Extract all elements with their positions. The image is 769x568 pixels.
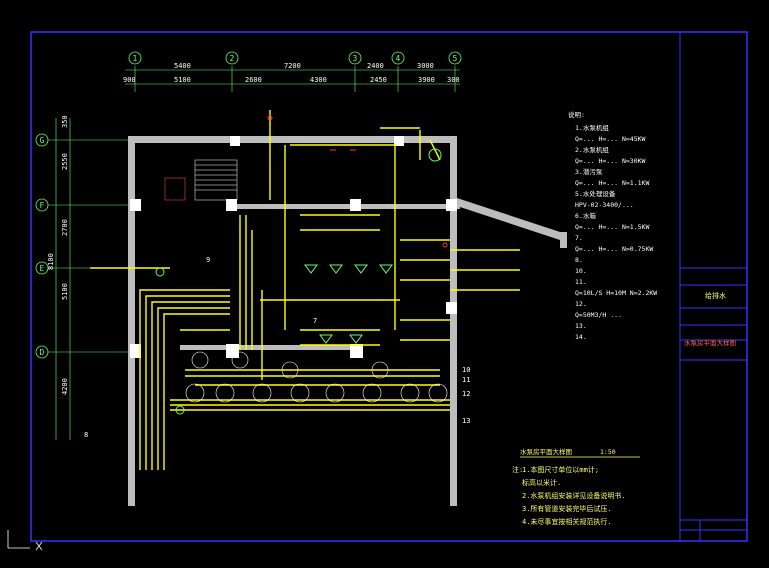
dimension-text: 2400 bbox=[367, 62, 384, 70]
axis-label: 1 bbox=[133, 54, 138, 63]
axis-label: D bbox=[40, 348, 45, 357]
legend-item: 14. bbox=[575, 333, 587, 341]
axis-bubble bbox=[128, 51, 142, 65]
left-dims: 350 2550 2700 5100 4200 8100 bbox=[47, 115, 69, 395]
axis-label: F bbox=[40, 201, 45, 210]
equipment-label-9: 9 bbox=[206, 256, 210, 264]
title-block-drawing-name: 水泵房平面大样图 bbox=[684, 338, 736, 347]
legend-item: HPV-02-3400/... bbox=[575, 201, 634, 209]
legend-item: Q=50M3/H ... bbox=[575, 311, 622, 319]
left-axis-bubbles: G F E D bbox=[35, 133, 130, 359]
legend-item: 7. bbox=[575, 234, 583, 242]
legend-item: Q=... H=... N=0.75KW bbox=[575, 245, 653, 253]
dimension-text: 2700 bbox=[61, 219, 69, 236]
axis-label: 4 bbox=[396, 54, 401, 63]
dimension-text: 5400 bbox=[174, 62, 191, 70]
columns bbox=[130, 136, 457, 358]
legend-heading: 说明: bbox=[568, 110, 585, 119]
legend-item: 12. bbox=[575, 300, 587, 308]
equipment-label-13: 13 bbox=[462, 417, 470, 425]
legend-item: 11. bbox=[575, 278, 587, 286]
dimension-text: 5100 bbox=[61, 283, 69, 300]
dimension-text: 4300 bbox=[310, 76, 327, 84]
red-markers bbox=[267, 115, 448, 248]
equipment-label-10: 10 bbox=[462, 366, 470, 374]
axis-label: 2 bbox=[230, 54, 235, 63]
notes-list: 1.本图尺寸单位以mm计; 标高以米计. 2.水泵机组安装详见设备说明书. 3.所有… bbox=[522, 465, 626, 526]
note-line: 4.未尽事宜按相关规范执行. bbox=[522, 517, 612, 526]
legend-item: 3.潜污泵 bbox=[575, 167, 603, 176]
note-line: 3.所有管道安装完毕后试压. bbox=[522, 504, 612, 513]
floor-plan-scale: 1:50 bbox=[600, 448, 616, 456]
note-line: 1.本图尺寸单位以mm计; bbox=[522, 465, 599, 474]
ucs-icon bbox=[7, 530, 43, 551]
legend-item: 10. bbox=[575, 267, 587, 275]
top-dims-row1: 5400 7200 2400 3000 bbox=[174, 62, 434, 70]
pump-symbols bbox=[155, 148, 442, 415]
legend-item: 6.水箱 bbox=[575, 211, 596, 220]
dimension-text: 2450 bbox=[370, 76, 387, 84]
sheet-frame bbox=[30, 31, 748, 542]
dimension-text: 5100 bbox=[174, 76, 191, 84]
top-axis-bubbles: 1 2 3 4 5 bbox=[128, 51, 462, 65]
note-line: 2.水泵机组安装详见设备说明书. bbox=[522, 491, 626, 500]
legend-item: Q=... H=... N=45KW bbox=[575, 135, 646, 143]
left-dimension-lines bbox=[55, 118, 71, 440]
dimension-text: 2550 bbox=[61, 153, 69, 170]
floor-plan-title: 水泵房平面大样图 bbox=[520, 447, 572, 456]
title-block-project: 给排水 bbox=[705, 291, 726, 300]
pipe-network bbox=[90, 110, 520, 470]
stair bbox=[164, 159, 238, 201]
title-block bbox=[679, 31, 748, 542]
legend-item: Q=... H=... N=1.1KW bbox=[575, 179, 649, 187]
axis-label: 5 bbox=[453, 54, 458, 63]
dimension-text: 3900 bbox=[418, 76, 435, 84]
walls bbox=[128, 136, 567, 506]
dimension-text: 4200 bbox=[61, 378, 69, 395]
equipment-label-11: 11 bbox=[462, 376, 470, 384]
axis-label: G bbox=[40, 136, 45, 145]
axis-label: 3 bbox=[353, 54, 358, 63]
legend-item: 13. bbox=[575, 322, 587, 330]
equipment-circles bbox=[185, 351, 448, 403]
note-line: 标高以米计. bbox=[522, 478, 561, 487]
top-axis-lines bbox=[134, 66, 456, 92]
legend-item: Q=... H=... N=1.5KW bbox=[575, 223, 649, 231]
axis-bubble bbox=[348, 51, 362, 65]
axis-label: E bbox=[40, 264, 45, 273]
equipment-label-7: 7 bbox=[313, 317, 317, 325]
legend-item: Q=... H=... N=30KW bbox=[575, 157, 646, 165]
axis-bubble bbox=[225, 51, 239, 65]
legend-item: 5.水处理设备 bbox=[575, 189, 616, 198]
dimension-text: 7200 bbox=[284, 62, 301, 70]
top-dimension-lines bbox=[125, 69, 460, 85]
dimension-text: 300 bbox=[447, 76, 460, 84]
dimension-text: 3000 bbox=[417, 62, 434, 70]
axis-bubble bbox=[448, 51, 462, 65]
legend-item: 1.水泵机组 bbox=[575, 123, 609, 132]
dimension-text: 8100 bbox=[47, 253, 55, 270]
equipment-legend: 1.水泵机组 Q=... H=... N=45KW 2.水泵机组 Q=... H=..… bbox=[575, 123, 657, 341]
dimension-text: 350 bbox=[61, 115, 69, 128]
notes-heading: 注: bbox=[512, 465, 523, 474]
room-label-8: 8 bbox=[84, 431, 88, 439]
dimension-text: 900 bbox=[123, 76, 136, 84]
axis-bubble bbox=[391, 51, 405, 65]
legend-item: 8. bbox=[575, 256, 583, 264]
legend-item: Q=10L/S H=10M N=2.2KW bbox=[575, 289, 657, 297]
equipment-label-12: 12 bbox=[462, 390, 470, 398]
legend-item: 2.水泵机组 bbox=[575, 145, 609, 154]
dimension-text: 2600 bbox=[245, 76, 262, 84]
top-dims-row2: 900 5100 2600 4300 2450 3900 300 bbox=[123, 76, 460, 84]
